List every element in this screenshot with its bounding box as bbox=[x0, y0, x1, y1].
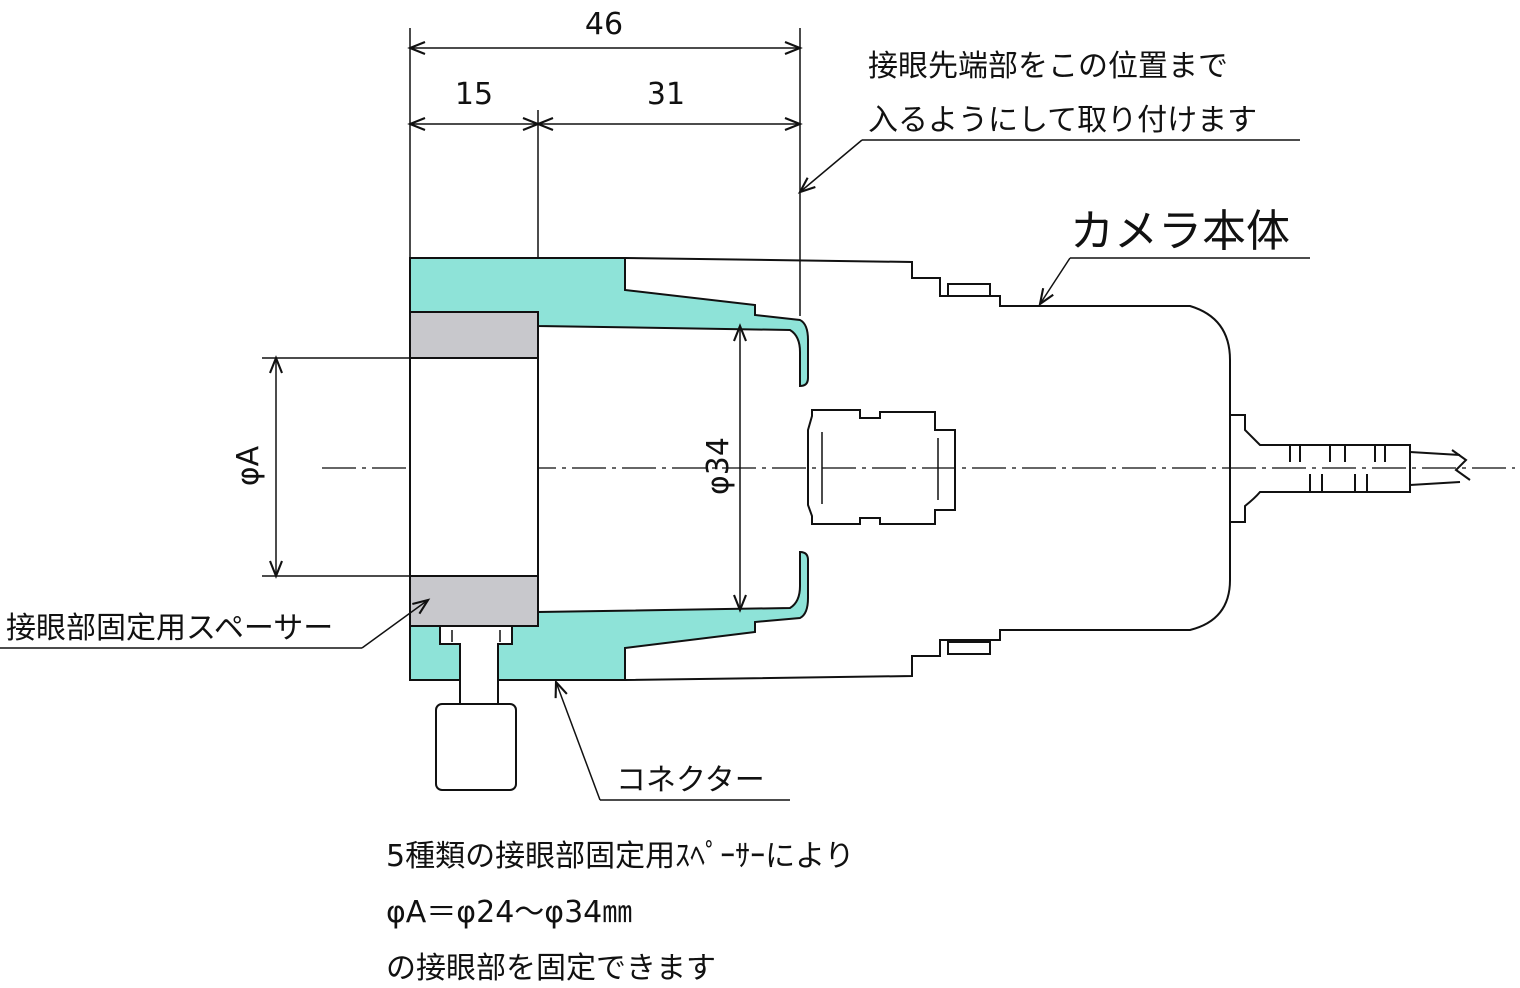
dim-phi-a: φA bbox=[231, 445, 266, 486]
dim-phi-34: φ34 bbox=[701, 437, 736, 495]
camera-slot-bottom bbox=[947, 641, 991, 655]
camera-body bbox=[624, 257, 1471, 681]
spacer-top bbox=[409, 311, 539, 359]
eyepiece-note-line2: 入るようにして取り付けます bbox=[868, 103, 1257, 138]
leader-lines bbox=[0, 139, 1310, 801]
camera-body-label: カメラ本体 bbox=[1070, 206, 1290, 257]
camera-slot-top bbox=[947, 283, 991, 297]
adapter-bottom bbox=[409, 550, 809, 681]
bottom-note-line1: 5種類の接眼部固定用ｽﾍﾟｰｻｰにより bbox=[386, 839, 855, 874]
adapter-top bbox=[409, 257, 809, 388]
bottom-note-line2: φA＝φ24～φ34㎜ bbox=[386, 895, 632, 930]
spacer-label: 接眼部固定用スペーサー bbox=[6, 611, 333, 646]
connector-label: コネクター bbox=[616, 763, 765, 798]
dimension-lines bbox=[262, 28, 803, 613]
dim-overall: 46 bbox=[585, 7, 623, 42]
dim-rear: 31 bbox=[647, 77, 685, 112]
connector-screw bbox=[435, 625, 517, 791]
dim-front: 15 bbox=[455, 77, 493, 112]
spacer-bore bbox=[409, 357, 539, 577]
internal-connector bbox=[807, 409, 956, 525]
bottom-note-line3: の接眼部を固定できます bbox=[386, 951, 716, 986]
spacer-bottom bbox=[409, 575, 539, 627]
eyepiece-note-line1: 接眼先端部をこの位置まで bbox=[868, 49, 1228, 84]
